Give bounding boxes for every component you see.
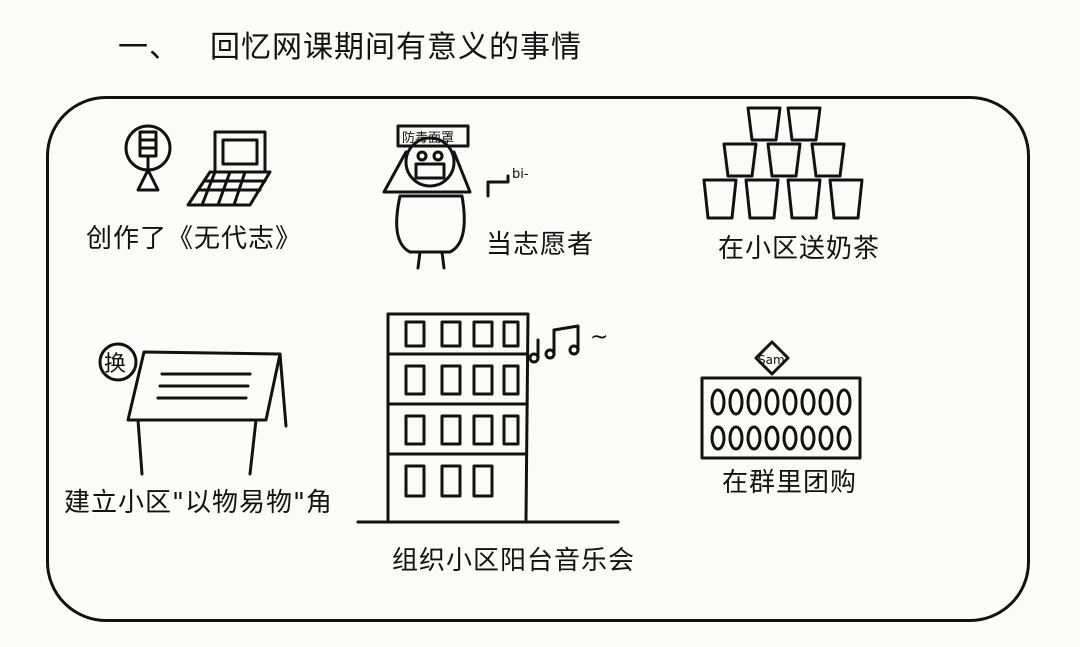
panel-caption-3: 在小区送奶茶 xyxy=(718,234,881,264)
computer-microphone-drawing xyxy=(124,124,272,207)
spray-sound: bi- xyxy=(512,167,529,182)
group-buy-drawing: Sam xyxy=(700,340,862,460)
panel-caption-1: 创作了《无代志》 xyxy=(86,224,303,254)
panel-caption-6: 在群里团购 xyxy=(722,468,858,498)
panel-caption-2: 当志愿者 xyxy=(486,230,595,260)
volunteer-drawing: 防毒面罩 bi- xyxy=(382,124,529,270)
panel-caption-5: 组织小区阳台音乐会 xyxy=(392,546,636,576)
section-heading: 一、回忆网课期间有意义的事情 xyxy=(118,22,582,66)
panel-caption-4: 建立小区"以物易物"角 xyxy=(64,488,333,518)
store-tag: Sam xyxy=(758,353,785,367)
apartment-music-drawing: ~ xyxy=(356,312,620,524)
section-number: 一、 xyxy=(118,30,180,65)
milk-tea-cups-drawing xyxy=(702,106,864,220)
swap-table-drawing: 换 xyxy=(98,342,288,476)
drawing-board xyxy=(46,96,1030,622)
swap-badge: 换 xyxy=(104,352,126,377)
music-wave: ~ xyxy=(590,325,608,350)
section-title: 回忆网课期间有意义的事情 xyxy=(210,30,582,65)
